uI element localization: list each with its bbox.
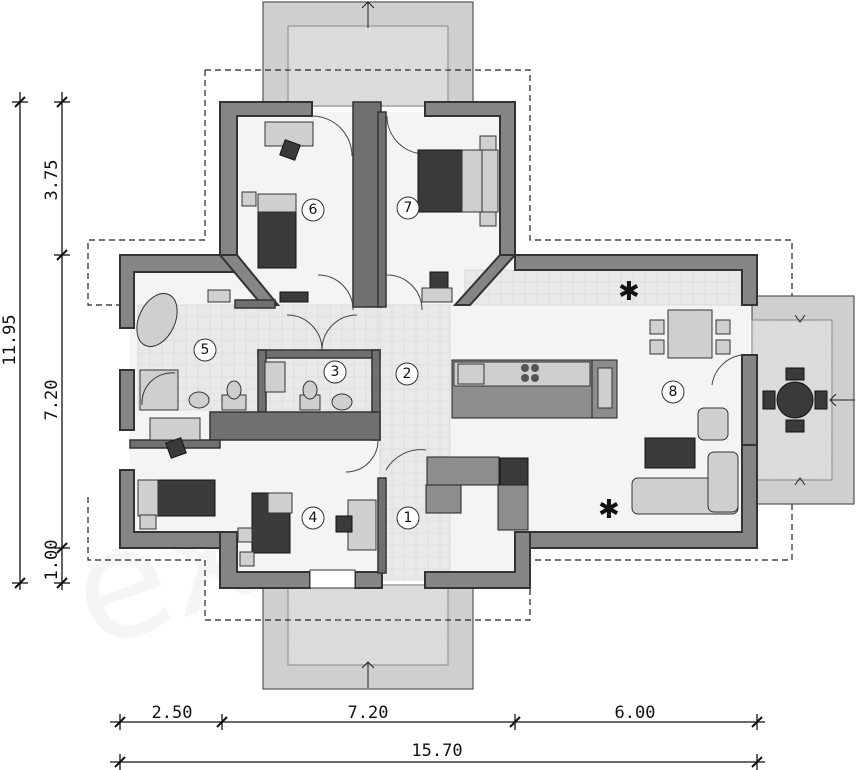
entrance-arrows: [361, 1, 855, 688]
room-number-circle: [396, 196, 420, 220]
room-number-circle: [323, 360, 347, 384]
dimension-label: 7.20: [348, 703, 389, 723]
bathroom-fixtures: [136, 289, 353, 411]
bedroom-4-furniture: [237, 492, 377, 567]
room-number-circle: [301, 198, 325, 222]
room-number-circle: [395, 362, 419, 386]
room-number: 4: [309, 510, 318, 526]
dimensions-left: 3.75 7.20 1.00 11.95: [0, 92, 70, 590]
dimension-label: 1.00: [42, 540, 62, 581]
room-number-circle: [661, 380, 685, 404]
dimension-total: 15.70: [411, 741, 462, 761]
window: [309, 569, 356, 589]
room-number: 6: [309, 202, 318, 218]
room-number: 2: [403, 366, 412, 382]
dimension-total: 11.95: [0, 314, 20, 365]
bedroom-7-furniture: [417, 135, 499, 303]
dimension-label: 6.00: [615, 703, 656, 723]
room-number: 8: [669, 384, 678, 400]
dimensions-bottom: 2.50 7.20 6.00 15.70: [110, 703, 765, 770]
dimension-label: 7.20: [42, 380, 62, 421]
room-number-circle: [301, 506, 325, 530]
outer-walls: [119, 101, 758, 589]
plant-icon: ✱: [598, 495, 620, 525]
room-number: 7: [404, 200, 413, 216]
living-room-furniture: ✱ ✱: [598, 277, 739, 525]
room-number-circle: [193, 338, 217, 362]
kitchen: [425, 359, 618, 531]
dimension-label: 3.75: [42, 160, 62, 201]
bedroom-6-furniture: [241, 121, 314, 303]
bedroom-left-furniture: [137, 417, 216, 530]
room-number: 5: [201, 342, 210, 358]
plant-icon: ✱: [618, 277, 640, 307]
room-number: 1: [404, 510, 413, 526]
room-number-circle: [396, 506, 420, 530]
room-number: 3: [331, 364, 340, 380]
dimension-label: 2.50: [152, 703, 193, 723]
room-labels: 1 2 3 4 5 6 7 8: [193, 196, 685, 530]
terrace-table: [762, 367, 828, 433]
